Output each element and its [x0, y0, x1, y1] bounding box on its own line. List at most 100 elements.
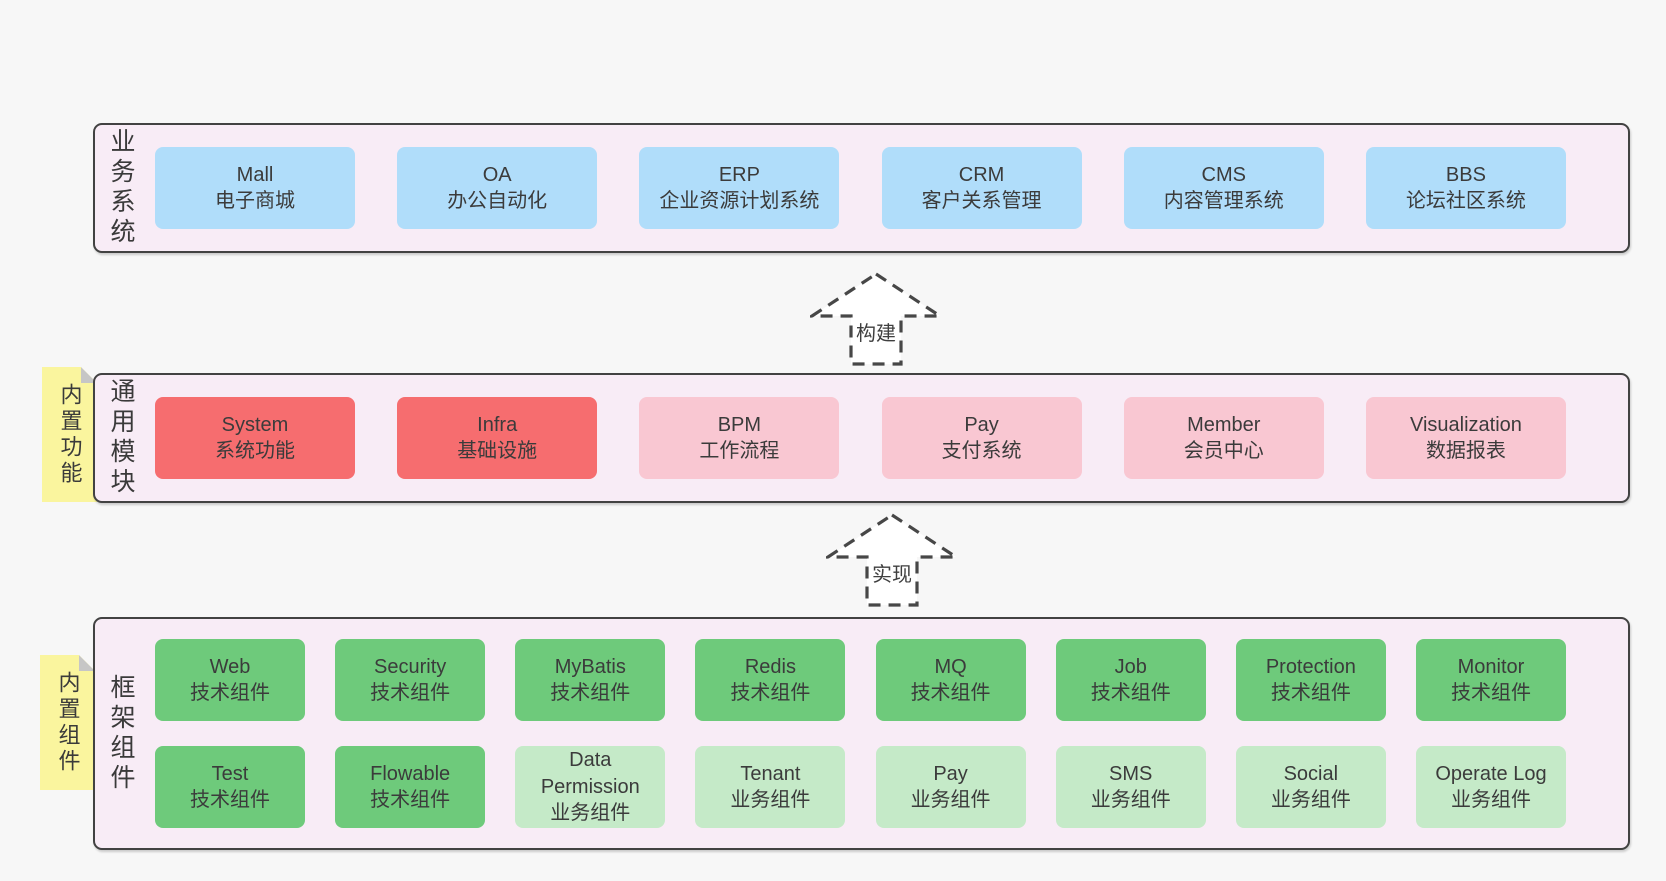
box-subtitle: 基础设施: [457, 440, 538, 462]
box-subtitle: 企业资源计划系统: [659, 190, 820, 212]
component-row-2: Test 技术组件 Flowable 技术组件 Data Permission …: [155, 746, 1566, 828]
implement-arrow-icon: 实现: [826, 512, 958, 608]
box-pay-component: Pay 业务组件: [875, 746, 1026, 828]
box-flowable: Flowable 技术组件: [335, 746, 486, 828]
box-subtitle: 技术组件: [550, 682, 631, 704]
box-subtitle: 技术组件: [190, 682, 270, 704]
box-mall: Mall 电子商城: [155, 147, 355, 229]
box-subtitle: 业务组件: [730, 789, 811, 811]
box-oa: OA 办公自动化: [397, 147, 598, 229]
build-arrow-icon: 构建: [810, 271, 942, 367]
arrow-label: 实现: [872, 564, 912, 586]
box-social: Social 业务组件: [1235, 746, 1386, 828]
box-title: BPM: [717, 413, 762, 436]
box-subtitle: 技术组件: [1090, 682, 1171, 704]
box-subtitle: 会员中心: [1183, 440, 1264, 462]
box-subtitle: 办公自动化: [447, 190, 548, 212]
box-subtitle: 业务组件: [1450, 789, 1531, 811]
layer-framework-components: 框架组件 Web 技术组件 Security 技术组件 MyBatis 技术组件…: [93, 617, 1630, 850]
box-data-permission: Data Permission 业务组件: [515, 746, 666, 828]
box-title: Redis: [744, 655, 796, 678]
box-visualization: Visualization 数据报表: [1365, 397, 1566, 479]
box-title: ERP: [718, 163, 760, 186]
box-subtitle: 技术组件: [370, 682, 451, 704]
layer-title: 框架组件: [107, 673, 135, 794]
box-member: Member 会员中心: [1123, 397, 1324, 479]
box-title: Infra: [477, 413, 518, 436]
sticky-note-builtin-features: 内置功能: [42, 367, 97, 502]
layer-common-modules: 通用模块 System 系统功能 Infra 基础设施 BPM 工作流程 Pay…: [93, 373, 1630, 503]
box-title: CRM: [958, 163, 1005, 186]
box-sms: SMS 业务组件: [1055, 746, 1206, 828]
component-row-1: Web 技术组件 Security 技术组件 MyBatis 技术组件 Redi…: [155, 639, 1566, 721]
box-bbs: BBS 论坛社区系统: [1365, 147, 1566, 229]
layer-title: 业务系统: [107, 128, 135, 248]
box-cms: CMS 内容管理系统: [1123, 147, 1324, 229]
box-operate-log: Operate Log 业务组件: [1415, 746, 1566, 828]
box-infra: Infra 基础设施: [397, 397, 598, 479]
box-mq: MQ 技术组件: [875, 639, 1026, 721]
box-title: Data Permission: [540, 749, 640, 798]
box-subtitle: 数据报表: [1425, 440, 1506, 462]
box-title: Web: [209, 655, 251, 678]
box-test: Test 技术组件: [155, 746, 305, 828]
box-title: MQ: [934, 655, 967, 678]
box-subtitle: 客户关系管理: [921, 190, 1042, 212]
box-subtitle: 支付系统: [941, 440, 1022, 462]
sticky-note-label: 内置组件: [55, 670, 81, 775]
sticky-note-label: 内置功能: [57, 382, 83, 487]
layer-title: 通用模块: [107, 378, 135, 498]
box-subtitle: 技术组件: [910, 682, 991, 704]
box-title: Tenant: [740, 762, 801, 785]
box-subtitle: 系统功能: [215, 440, 295, 462]
box-title: Mall: [236, 163, 274, 186]
box-title: Pay: [964, 413, 999, 436]
box-pay-system: Pay 支付系统: [881, 397, 1082, 479]
box-subtitle: 技术组件: [370, 789, 451, 811]
box-subtitle: 工作流程: [699, 440, 780, 462]
box-title: Flowable: [370, 762, 451, 785]
box-subtitle: 技术组件: [730, 682, 811, 704]
box-title: Operate Log: [1435, 762, 1547, 785]
box-title: Job: [1114, 655, 1147, 678]
box-mybatis: MyBatis 技术组件: [515, 639, 666, 721]
sticky-note-builtin-components: 内置组件: [40, 655, 95, 790]
box-tenant: Tenant 业务组件: [695, 746, 846, 828]
box-subtitle: 业务组件: [1090, 789, 1171, 811]
layer-box-row: System 系统功能 Infra 基础设施 BPM 工作流程 Pay 支付系统…: [147, 375, 1628, 501]
box-subtitle: 论坛社区系统: [1405, 190, 1526, 212]
box-crm: CRM 客户关系管理: [881, 147, 1082, 229]
box-subtitle: 电子商城: [215, 190, 295, 212]
box-system: System 系统功能: [155, 397, 355, 479]
box-title: Pay: [933, 762, 968, 785]
box-title: SMS: [1109, 762, 1153, 785]
box-title: Member: [1187, 413, 1261, 436]
layer-business-systems: 业务系统 Mall 电子商城 OA 办公自动化 ERP 企业资源计划系统 CRM…: [93, 123, 1630, 253]
box-title: MyBatis: [554, 655, 626, 678]
box-subtitle: 业务组件: [1270, 789, 1351, 811]
box-erp: ERP 企业资源计划系统: [639, 147, 840, 229]
arrow-label: 构建: [856, 323, 896, 345]
box-subtitle: 技术组件: [1270, 682, 1351, 704]
layer-box-grid: Web 技术组件 Security 技术组件 MyBatis 技术组件 Redi…: [147, 619, 1628, 848]
box-title: CMS: [1201, 163, 1246, 186]
box-title: Social: [1283, 762, 1339, 785]
box-monitor: Monitor 技术组件: [1415, 639, 1566, 721]
layer-box-row: Mall 电子商城 OA 办公自动化 ERP 企业资源计划系统 CRM 客户关系…: [147, 125, 1628, 251]
box-web: Web 技术组件: [155, 639, 305, 721]
box-subtitle: 业务组件: [550, 802, 631, 825]
box-job: Job 技术组件: [1055, 639, 1206, 721]
box-subtitle: 内容管理系统: [1163, 190, 1284, 212]
box-title: System: [221, 413, 289, 436]
box-title: Test: [211, 762, 249, 785]
box-title: Visualization: [1409, 413, 1522, 436]
box-protection: Protection 技术组件: [1235, 639, 1386, 721]
box-subtitle: 技术组件: [1450, 682, 1531, 704]
box-redis: Redis 技术组件: [695, 639, 846, 721]
box-subtitle: 技术组件: [190, 789, 270, 811]
box-title: Monitor: [1457, 655, 1525, 678]
box-title: BBS: [1445, 163, 1486, 186]
box-subtitle: 业务组件: [910, 789, 991, 811]
box-security: Security 技术组件: [335, 639, 486, 721]
box-bpm: BPM 工作流程: [639, 397, 840, 479]
